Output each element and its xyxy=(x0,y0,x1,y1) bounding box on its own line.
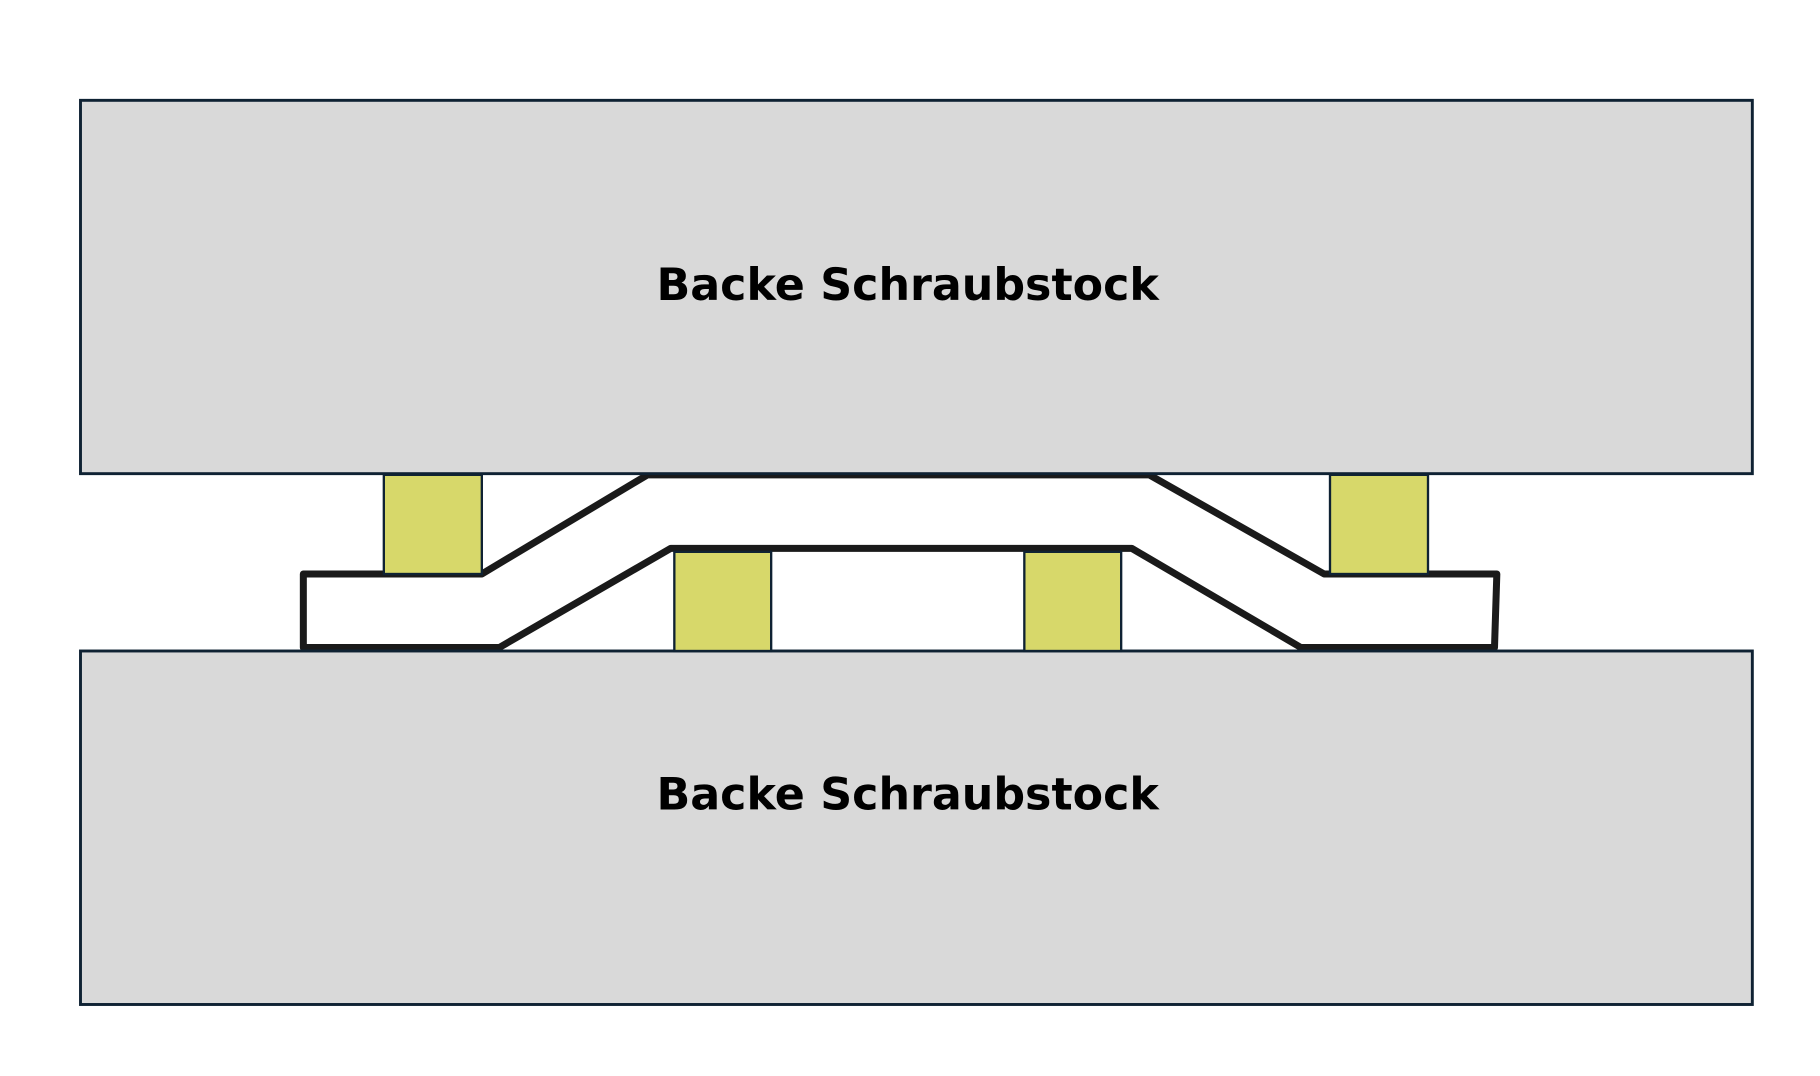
spacer-block-lower-right xyxy=(1023,550,1123,653)
spacer-block-upper-left xyxy=(382,473,484,576)
lower-jaw-label: Backe Schraubstock xyxy=(656,770,1160,821)
lower-vise-jaw: Backe Schraubstock xyxy=(79,649,1754,1006)
spacer-block-upper-right xyxy=(1328,473,1430,576)
spacer-block-lower-left xyxy=(673,550,773,653)
upper-jaw-label: Backe Schraubstock xyxy=(656,260,1160,311)
upper-vise-jaw: Backe Schraubstock xyxy=(79,98,1754,476)
